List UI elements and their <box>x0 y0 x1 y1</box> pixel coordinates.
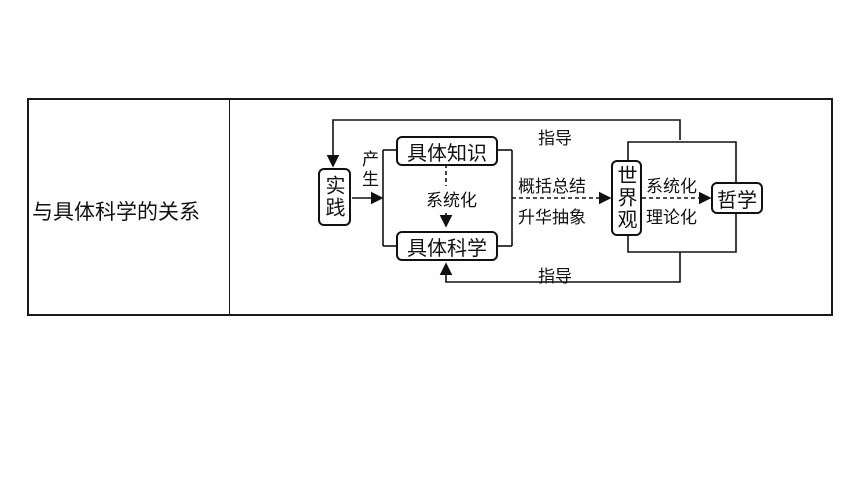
specific-science-box: 具体科学 <box>396 231 498 261</box>
guide-bottom-line <box>439 252 681 283</box>
guide-top-line <box>326 119 681 168</box>
abstract-label: 升华抽象 <box>518 208 586 228</box>
systematize2-label: 系统化 <box>646 177 697 197</box>
generalize-label: 概括总结 <box>518 177 586 197</box>
specific-knowledge-box: 具体知识 <box>396 136 498 166</box>
practice-box: 实践 <box>318 168 351 226</box>
table-frame <box>27 98 833 316</box>
philosophy-box: 哲学 <box>711 182 763 214</box>
worldview-frame <box>627 141 737 182</box>
guide-bottom-label: 指导 <box>538 267 572 287</box>
systematize-label: 系统化 <box>426 186 477 211</box>
theorize-label: 理论化 <box>646 208 697 228</box>
worldview-box: 世界观 <box>611 160 642 236</box>
row-label: 与具体科学的关系 <box>32 200 200 224</box>
produce-label: 产生 <box>358 150 378 190</box>
table-divider <box>229 98 230 316</box>
guide-top-label: 指导 <box>538 129 572 149</box>
